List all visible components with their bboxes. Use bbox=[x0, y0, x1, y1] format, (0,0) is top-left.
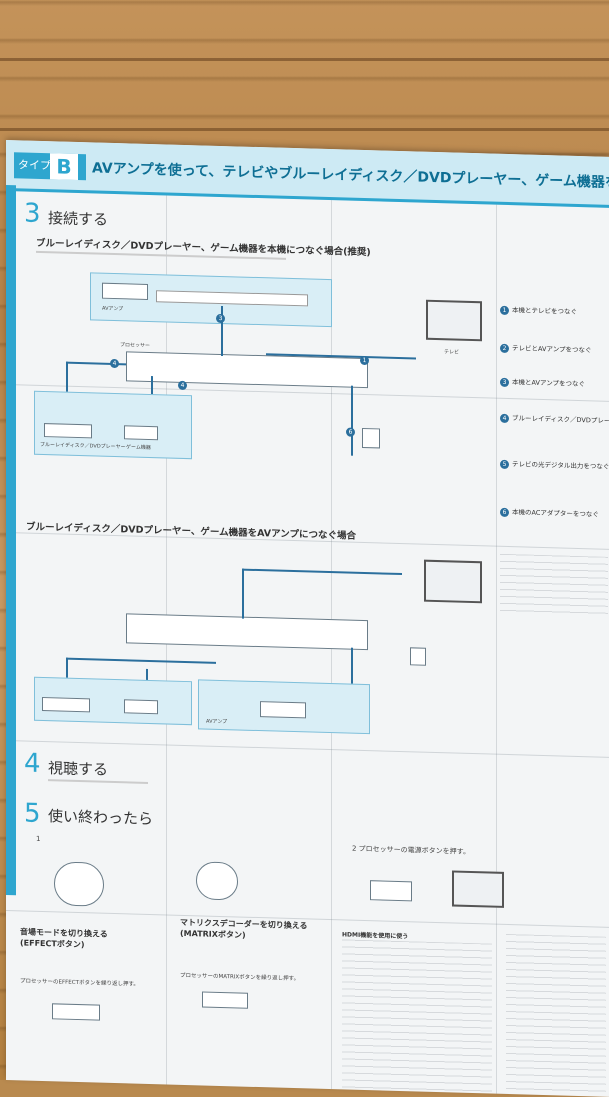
effect-note: プロセッサーのEFFECTボタンを繰り返し押す。 bbox=[20, 978, 139, 988]
bd-player-device bbox=[42, 697, 90, 713]
ac-adapter bbox=[362, 427, 380, 449]
processor-illustration bbox=[52, 1003, 100, 1021]
fold-line bbox=[496, 153, 497, 1094]
hdmi-cable bbox=[66, 657, 216, 664]
table-seam bbox=[0, 58, 609, 61]
hdmi-cable bbox=[242, 568, 244, 619]
connection-marker: 3 bbox=[216, 313, 225, 324]
optical-cable bbox=[351, 647, 353, 688]
step-item: 2 プロセッサーの電源ボタンを押す。 bbox=[352, 844, 470, 856]
tv-illustration bbox=[452, 870, 504, 908]
fold-line bbox=[6, 740, 609, 758]
effect-section-title: 音場モードを切り換える (EFFECTボタン) bbox=[20, 927, 108, 950]
connection-marker: 4 bbox=[178, 380, 187, 391]
side-notes-text bbox=[506, 933, 606, 1097]
step-item: 1 bbox=[36, 834, 41, 843]
table-seam bbox=[0, 128, 609, 131]
bd-player-device bbox=[44, 423, 92, 439]
matrix-note: プロセッサーのMATRIXボタンを繰り返し押す。 bbox=[180, 972, 300, 983]
hdmi-cable bbox=[242, 568, 402, 576]
side-notes-text bbox=[500, 553, 608, 617]
step-title: 接続する bbox=[48, 209, 109, 229]
page-title: AVアンプを使って、テレビやブルーレイディスク／DVDプレーヤー、ゲーム機器をつ… bbox=[92, 160, 609, 193]
connection-marker: 4 bbox=[110, 358, 119, 369]
processor-label: プロセッサー bbox=[120, 342, 151, 350]
ac-adapter bbox=[410, 647, 426, 666]
processor-illustration bbox=[370, 880, 412, 902]
tv-display bbox=[424, 559, 482, 604]
headphone-illustration bbox=[196, 861, 238, 901]
power-cable bbox=[351, 385, 353, 456]
game-console-device bbox=[124, 699, 158, 715]
type-letter: B bbox=[50, 153, 78, 181]
tv-label: テレビ bbox=[444, 349, 460, 356]
hdmi-cable bbox=[66, 657, 68, 680]
connection-marker: 1 bbox=[360, 355, 369, 366]
hdmi-section-text bbox=[342, 939, 492, 1094]
headphone-illustration bbox=[54, 861, 104, 907]
note-text bbox=[48, 779, 148, 784]
step-number: 5 bbox=[24, 798, 41, 829]
av-amp-device bbox=[102, 282, 148, 300]
matrix-section-title: マトリクスデコーダーを切り換える (MATRIXボタン) bbox=[180, 917, 308, 940]
accent-stripe bbox=[6, 185, 16, 896]
processor-rear-panel bbox=[126, 613, 368, 651]
av-amp-device bbox=[260, 701, 306, 719]
av-amp-label: AVアンプ bbox=[102, 305, 124, 313]
step-title: 使い終わったら bbox=[48, 807, 154, 829]
section-subtitle: ブルーレイディスク／DVDプレーヤー、ゲーム機器をAVアンプにつなぐ場合 bbox=[26, 521, 356, 542]
instruction-sheet: タイプ B AVアンプを使って、テレビやブルーレイディスク／DVDプレーヤー、ゲ… bbox=[6, 140, 609, 1097]
av-amp-label: AVアンプ bbox=[206, 718, 228, 726]
connection-marker: 6 bbox=[346, 427, 355, 437]
game-console-label: ゲーム機器 bbox=[126, 444, 151, 452]
step-title: 視聴する bbox=[48, 759, 109, 779]
processor-illustration bbox=[202, 991, 248, 1009]
step-number: 4 bbox=[24, 748, 41, 779]
hdmi-section-title: HDMI機能を使用に使う bbox=[342, 931, 409, 941]
step-number: 3 bbox=[24, 198, 41, 229]
game-console-device bbox=[124, 425, 158, 441]
tv-display bbox=[426, 299, 482, 342]
